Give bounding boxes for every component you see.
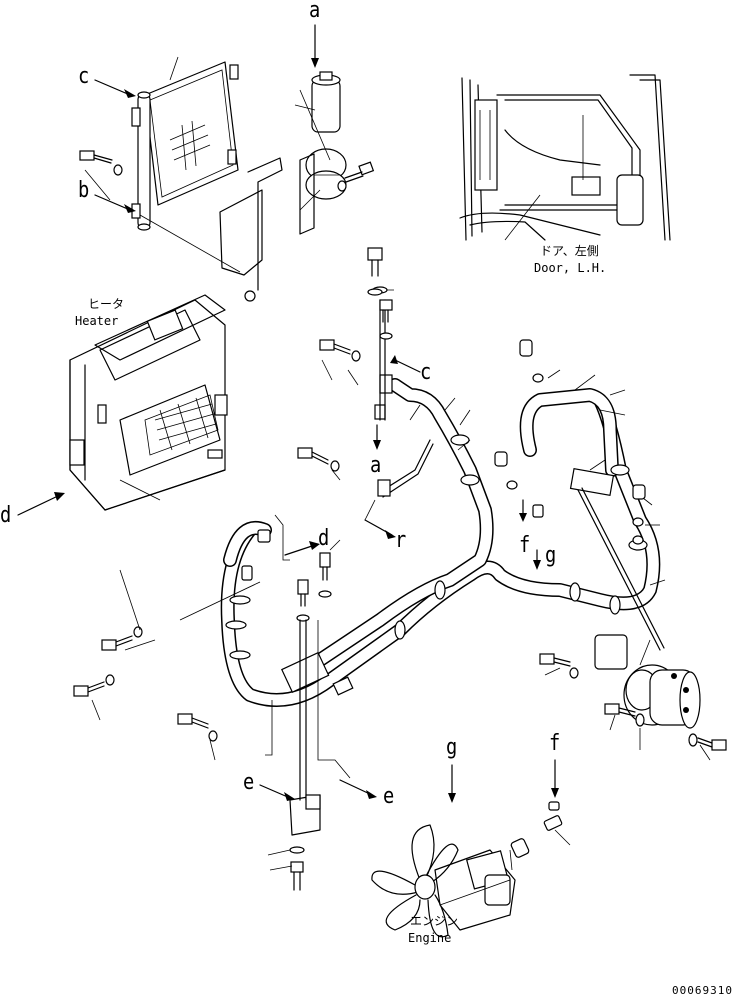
leader-ticks bbox=[91, 56, 711, 871]
right-fittings bbox=[494, 339, 665, 651]
callout-g-low: g bbox=[446, 735, 458, 760]
condenser-bracket bbox=[139, 157, 283, 302]
door-inset bbox=[459, 74, 671, 241]
figure-code: 00069310 bbox=[672, 984, 733, 997]
callout-r: r bbox=[395, 528, 407, 553]
hose-clip bbox=[281, 374, 628, 696]
callout-f-mid: f bbox=[519, 533, 531, 558]
callout-e-left: e bbox=[243, 770, 255, 795]
compressor-bolt bbox=[539, 653, 727, 751]
hose-assembly bbox=[220, 378, 661, 707]
receiver-drier bbox=[299, 71, 375, 235]
callout-g-mid: g bbox=[545, 543, 557, 568]
callout-b: b bbox=[78, 178, 90, 203]
callout-c-mid: c bbox=[420, 360, 432, 385]
door-label-en: Door, L.H. bbox=[534, 261, 607, 275]
compressor bbox=[623, 639, 701, 729]
callout-c-left: c bbox=[78, 64, 90, 89]
callout-a-top: a bbox=[309, 0, 321, 23]
callout-e-right: e bbox=[383, 784, 395, 809]
callout-f-low: f bbox=[549, 731, 561, 756]
heater-label-en: Heater bbox=[75, 314, 119, 328]
mid-bolts bbox=[297, 247, 393, 472]
condenser bbox=[131, 61, 239, 231]
callout-d-mid: d bbox=[318, 526, 330, 551]
condenser-bolt bbox=[79, 150, 123, 201]
callout-d-left: d bbox=[0, 503, 12, 528]
door-label-jp: ドア、左側 bbox=[540, 244, 599, 258]
callout-arrows bbox=[17, 24, 559, 803]
engine bbox=[371, 801, 563, 938]
heater-unit bbox=[69, 294, 228, 511]
engine-label-jp: エンジン bbox=[410, 914, 459, 928]
lower-bracket bbox=[289, 619, 321, 891]
callout-a-mid: a bbox=[370, 453, 382, 478]
engine-label-en: Engine bbox=[408, 931, 452, 945]
guide-lines bbox=[124, 499, 376, 779]
left-bolts bbox=[73, 529, 332, 742]
heater-label-jp: ヒータ bbox=[88, 297, 125, 311]
